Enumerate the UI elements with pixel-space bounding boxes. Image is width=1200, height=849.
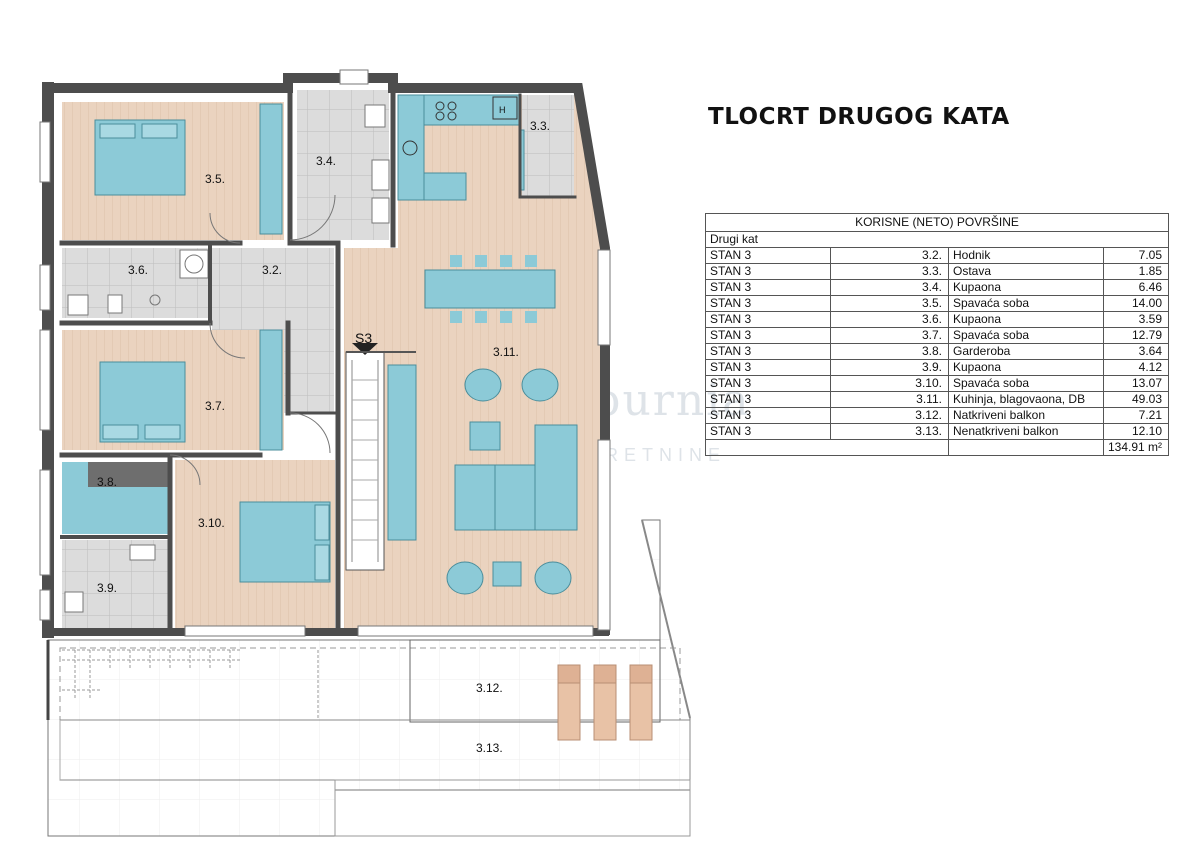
row-unit: STAN 3: [704, 279, 832, 296]
row-code: 3.12.: [830, 407, 949, 424]
sun-lounger: [629, 664, 653, 741]
room-label-3-2: 3.2.: [262, 263, 282, 277]
row-name: Spavaća soba: [947, 375, 1104, 392]
area-table-header: KORISNE (NETO) POVRŠINE: [705, 213, 1169, 232]
area-table-subheader: Drugi kat: [705, 231, 1169, 248]
row-unit: STAN 3: [704, 247, 832, 264]
row-area: 1.85: [1102, 263, 1170, 280]
sun-lounger: [593, 664, 617, 741]
terrace: [46, 519, 691, 837]
row-code: 3.10.: [830, 375, 949, 392]
row-unit: STAN 3: [704, 327, 832, 344]
row-name: Nenatkriveni balkon: [947, 423, 1104, 440]
area-total: 134.91 m²: [1102, 439, 1170, 456]
row-name: Hodnik: [947, 247, 1104, 264]
row-unit: STAN 3: [704, 423, 832, 440]
room-label-3-12: 3.12.: [476, 681, 503, 695]
room-label-3-11: 3.11.: [493, 345, 519, 359]
row-code: 3.6.: [830, 311, 949, 328]
row-area: 13.07: [1102, 375, 1170, 392]
row-code: 3.3.: [830, 263, 949, 280]
row-area: 12.79: [1102, 327, 1170, 344]
room-label-3-6: 3.6.: [128, 263, 148, 277]
row-unit: STAN 3: [704, 407, 832, 424]
row-code: 3.8.: [830, 343, 949, 360]
room-label-3-5: 3.5.: [205, 172, 225, 186]
row-unit: STAN 3: [704, 391, 832, 408]
page-title: TLOCRT DRUGOG KATA: [708, 104, 1010, 130]
room-label-3-10: 3.10.: [198, 516, 225, 530]
row-name: Ostava: [947, 263, 1104, 280]
row-name: Spavaća soba: [947, 295, 1104, 312]
row-unit: STAN 3: [704, 311, 832, 328]
room-label-3-8: 3.8.: [97, 475, 117, 489]
row-code: 3.11.: [830, 391, 949, 408]
stair-label: S3: [355, 330, 372, 346]
row-area: 4.12: [1102, 359, 1170, 376]
openings: [39, 69, 611, 637]
row-code: 3.7.: [830, 327, 949, 344]
row-unit: STAN 3: [704, 343, 832, 360]
row-code: 3.2.: [830, 247, 949, 264]
row-code: 3.13.: [830, 423, 949, 440]
row-area: 7.21: [1102, 407, 1170, 424]
area-table: KORISNE (NETO) POVRŠINE Drugi kat STAN 3…: [704, 213, 1170, 456]
row-area: 49.03: [1102, 391, 1170, 408]
room-labels: 3.5. 3.4. 3.3. 3.6. 3.2. 3.7. 3.11. 3.8.…: [97, 105, 550, 755]
row-name: Garderoba: [947, 343, 1104, 360]
row-area: 3.64: [1102, 343, 1170, 360]
sun-lounger: [557, 664, 581, 741]
row-unit: STAN 3: [704, 295, 832, 312]
row-code: 3.5.: [830, 295, 949, 312]
row-name: Kupaona: [947, 279, 1104, 296]
row-name: Natkriveni balkon: [947, 407, 1104, 424]
row-name: Kupaona: [947, 359, 1104, 376]
room-label-3-13: 3.13.: [476, 741, 503, 755]
fridge-mark: H: [499, 105, 506, 115]
row-code: 3.9.: [830, 359, 949, 376]
row-area: 7.05: [1102, 247, 1170, 264]
row-name: Spavaća soba: [947, 327, 1104, 344]
row-unit: STAN 3: [704, 375, 832, 392]
row-unit: STAN 3: [704, 263, 832, 280]
row-area: 3.59: [1102, 311, 1170, 328]
row-name: Kupaona: [947, 311, 1104, 328]
staircase: [345, 343, 416, 571]
row-name: Kuhinja, blagovaona, DB: [947, 391, 1104, 408]
row-code: 3.4.: [830, 279, 949, 296]
row-area: 12.10: [1102, 423, 1170, 440]
room-label-3-7: 3.7.: [205, 399, 225, 413]
furniture: [64, 94, 578, 613]
row-unit: STAN 3: [704, 359, 832, 376]
row-area: 6.46: [1102, 279, 1170, 296]
room-label-3-4: 3.4.: [316, 154, 336, 168]
row-area: 14.00: [1102, 295, 1170, 312]
room-label-3-3: 3.3.: [530, 119, 550, 133]
room-label-3-9: 3.9.: [97, 581, 117, 595]
